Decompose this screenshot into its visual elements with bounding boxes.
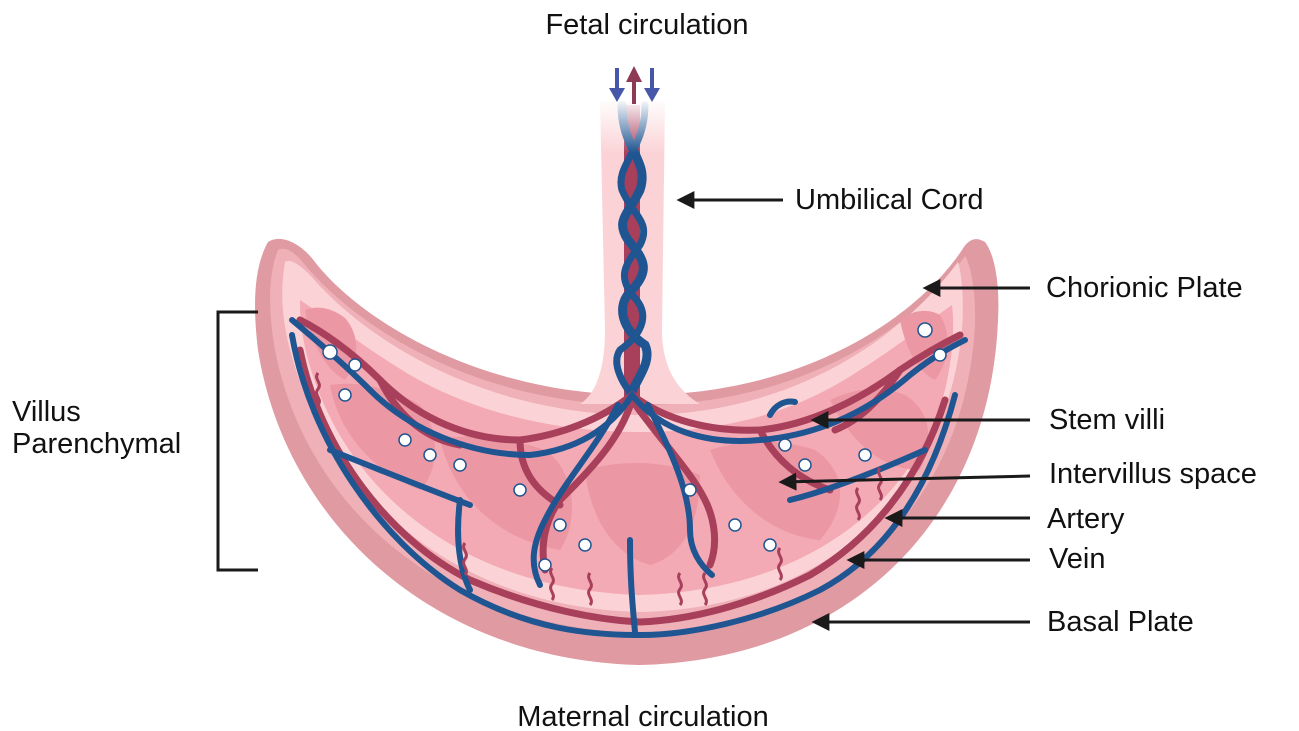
label-chorionic-plate: Chorionic Plate: [1046, 272, 1243, 304]
title-fetal-circulation: Fetal circulation: [545, 9, 748, 41]
fetal-flow-arrows: [609, 66, 660, 104]
label-intervillus-space: Intervillus space: [1049, 458, 1257, 490]
umbilical-cord: [580, 98, 700, 404]
label-villus: Villus: [12, 396, 81, 428]
label-stem-villi: Stem villi: [1049, 404, 1165, 436]
label-parenchymal: Parenchymal: [12, 428, 181, 460]
label-basal-plate: Basal Plate: [1047, 606, 1194, 638]
label-vein: Vein: [1049, 543, 1105, 575]
title-maternal-circulation: Maternal circulation: [517, 701, 768, 731]
label-umbilical-cord: Umbilical Cord: [795, 184, 984, 216]
cord-fade: [596, 98, 670, 153]
villus-bracket: [218, 312, 258, 570]
label-artery: Artery: [1047, 503, 1125, 535]
